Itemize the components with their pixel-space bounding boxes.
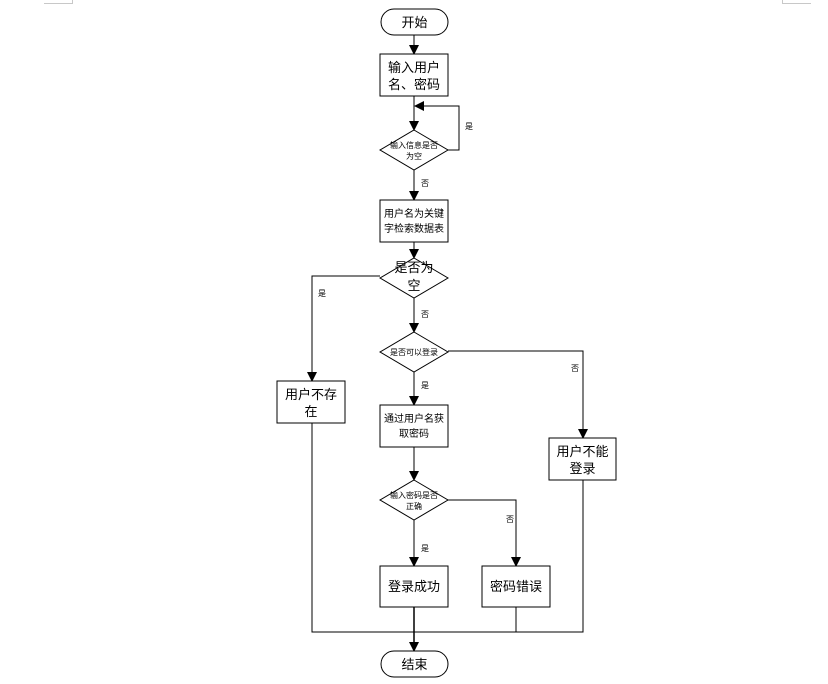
terminal-shape xyxy=(380,8,449,36)
label-can-login-no: 否 xyxy=(571,364,579,373)
node-not-exist: 用户不存 在 xyxy=(276,380,346,424)
node-result-empty: 是否为 空 xyxy=(379,257,449,299)
process-shape xyxy=(481,565,551,608)
node-not-exist-text-line2: 在 xyxy=(304,405,317,420)
label-check-pwd-yes: 是 xyxy=(421,544,429,553)
node-check-pwd-text-line1: 输入密码是否 xyxy=(390,490,438,500)
edge-not-exist-to-merge xyxy=(311,423,414,633)
process-shape xyxy=(379,404,449,448)
decision-shape xyxy=(379,479,449,521)
process-shape xyxy=(379,199,449,243)
edge-result-empty-to-not-exist xyxy=(307,275,380,382)
node-search: 用户名为关键 字检索数据表 xyxy=(379,199,449,243)
process-shape xyxy=(379,565,449,608)
nodes: 开始 输入用户 名、密码 输入信息是否 为空 用户名为关键 字检索数据表 是否为… xyxy=(276,8,617,678)
node-search-text-line2: 字检索数据表 xyxy=(384,222,444,235)
page-corner-mark-right xyxy=(782,0,811,4)
node-not-exist-text-line1: 用户不存 xyxy=(285,387,337,403)
node-success-text: 登录成功 xyxy=(388,580,440,595)
label-result-empty-no: 否 xyxy=(421,310,429,319)
label-check-empty-yes: 是 xyxy=(465,122,473,131)
node-wrong-pwd-text: 密码错误 xyxy=(490,579,542,595)
node-cannot-login-text-line2: 登录 xyxy=(569,462,595,477)
decision-shape xyxy=(379,257,449,299)
process-shape xyxy=(379,53,449,97)
node-cannot-login: 用户不能 登录 xyxy=(548,437,617,481)
node-check-pwd: 输入密码是否 正确 xyxy=(379,479,449,521)
edge-labels: 是 否 是 否 是 否 否 是 xyxy=(318,122,579,553)
label-can-login-yes: 是 xyxy=(421,381,429,390)
decision-shape xyxy=(379,129,449,171)
node-input: 输入用户 名、密码 xyxy=(379,53,449,97)
node-start: 开始 xyxy=(380,8,449,36)
node-input-text-line1: 输入用户 xyxy=(388,60,440,76)
node-check-empty: 输入信息是否 为空 xyxy=(379,129,449,171)
node-result-empty-text-line2: 空 xyxy=(407,279,420,294)
page-corner-mark-left xyxy=(44,0,73,4)
node-cannot-login-text-line1: 用户不能 xyxy=(556,444,608,460)
label-check-empty-no: 否 xyxy=(421,179,429,188)
node-can-login: 是否可以登录 xyxy=(379,331,449,373)
node-result-empty-text-line1: 是否为 xyxy=(394,261,433,276)
decision-shape xyxy=(379,331,449,373)
node-input-text-line2: 名、密码 xyxy=(388,77,440,93)
edge-wrong-pwd-to-merge xyxy=(414,607,517,633)
edges xyxy=(307,35,588,652)
node-check-empty-text-line1: 输入信息是否 xyxy=(390,140,438,150)
node-end: 结束 xyxy=(380,650,449,678)
node-end-text: 结束 xyxy=(401,658,427,673)
node-get-password: 通过用户名获 取密码 xyxy=(379,404,449,448)
edge-check-empty-loop-yes xyxy=(414,101,460,151)
node-get-password-text-line2: 取密码 xyxy=(399,427,429,440)
node-search-text-line1: 用户名为关键 xyxy=(384,207,444,220)
node-check-empty-text-line2: 为空 xyxy=(406,151,422,161)
process-shape xyxy=(548,437,617,481)
edge-can-login-to-cannot-login xyxy=(448,350,588,439)
node-start-text: 开始 xyxy=(401,16,427,31)
node-success: 登录成功 xyxy=(379,565,449,608)
terminal-shape xyxy=(380,650,449,678)
process-shape xyxy=(276,380,346,424)
node-get-password-text-line1: 通过用户名获 xyxy=(384,412,444,425)
node-wrong-pwd: 密码错误 xyxy=(481,565,551,608)
label-check-pwd-no: 否 xyxy=(506,515,514,524)
node-can-login-text: 是否可以登录 xyxy=(390,347,438,357)
label-result-empty-yes: 是 xyxy=(318,289,326,298)
edge-check-pwd-to-wrong-pwd xyxy=(448,499,521,567)
node-check-pwd-text-line2: 正确 xyxy=(406,501,422,511)
